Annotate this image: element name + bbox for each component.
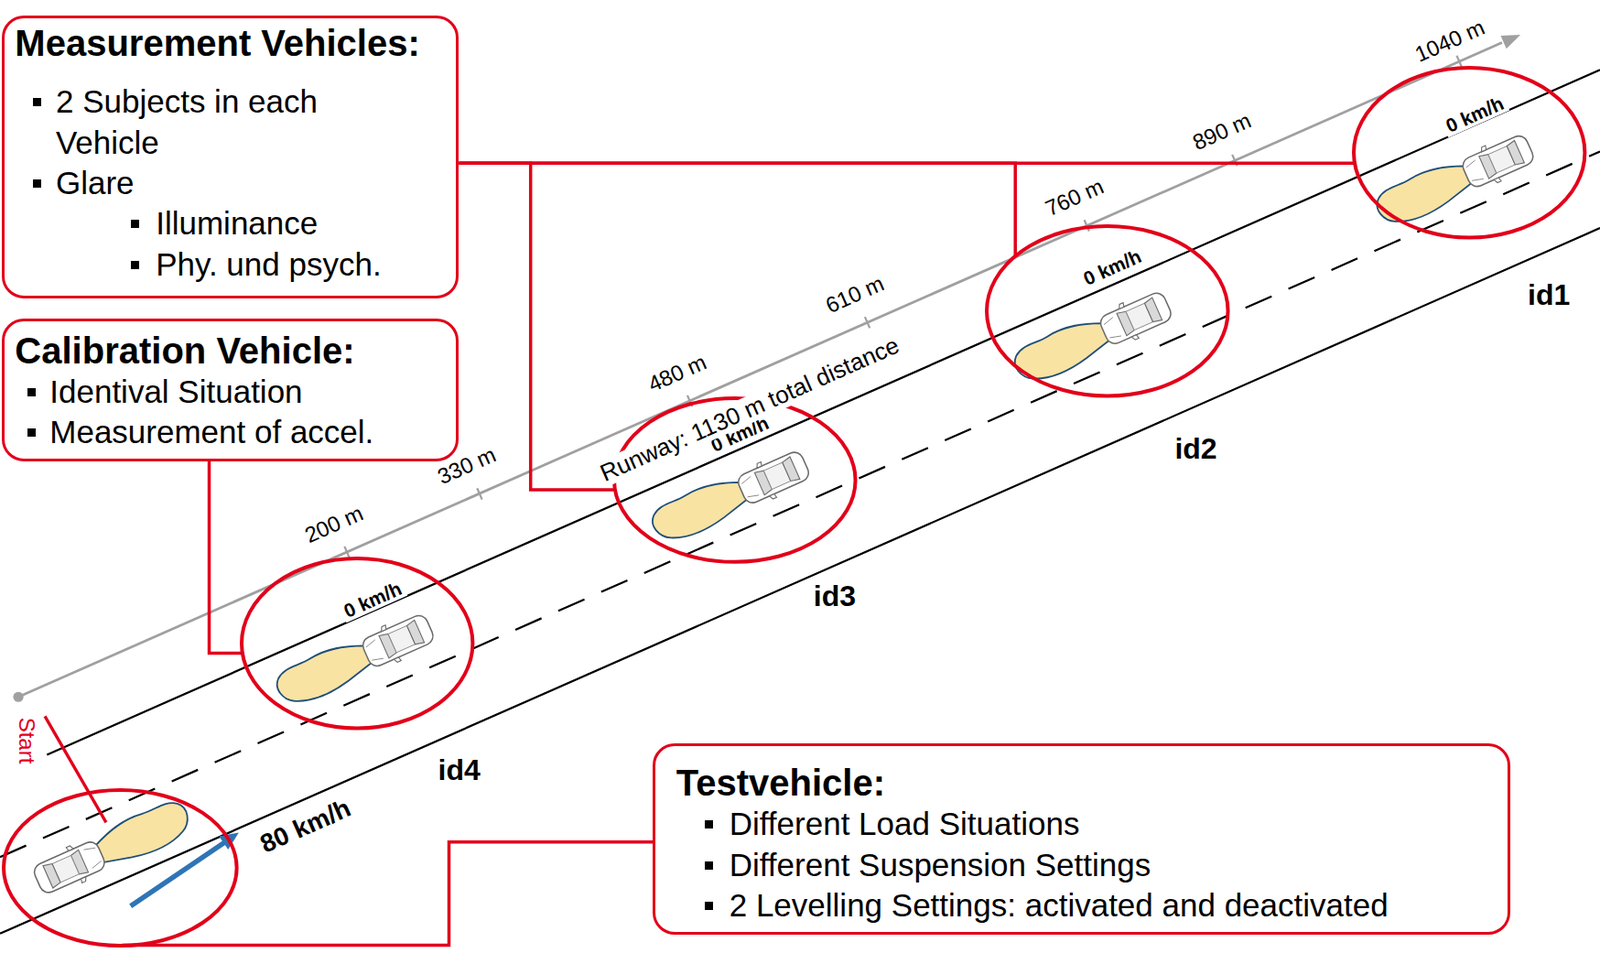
- connector-line: [122, 842, 654, 946]
- bullet-row: Measurement of accel.: [4, 411, 456, 453]
- highlight-ellipse-outline: [1353, 67, 1585, 238]
- headlight-beam: [1372, 155, 1477, 231]
- bullet-row: Different Load Situations: [655, 803, 1507, 844]
- bullet-square: [32, 179, 42, 188]
- bullet-square: [704, 820, 714, 829]
- bullet-square: [27, 428, 36, 437]
- bullet-square: [704, 861, 714, 870]
- bullet-text: 2 Levelling Settings: activated and deac…: [729, 885, 1508, 926]
- bullet-row: Identival Situation: [4, 371, 456, 412]
- box-heading-row: Measurement Vehicles:: [4, 21, 456, 65]
- bullet-row: Illuminance: [4, 203, 456, 244]
- distance-mark: 1040 m: [1408, 13, 1491, 68]
- parked-car: [1009, 285, 1176, 389]
- headlight-beam: [647, 472, 752, 548]
- info-box: Calibration Vehicle:Identival SituationM…: [1, 318, 459, 462]
- bullet-text: Measurement of accel.: [49, 411, 456, 453]
- axis-tick: [1456, 55, 1461, 67]
- axis-origin-dot: [12, 691, 23, 703]
- bullet-row: Phy. und psych.: [4, 244, 456, 285]
- highlight-ellipse: 80 km/h: [1, 788, 239, 948]
- bullet-row: Different Suspension Settings: [655, 844, 1507, 886]
- sub-bullet-text: Illuminance: [155, 203, 456, 244]
- highlight-ellipse-outline: [986, 226, 1229, 397]
- info-box: Measurement Vehicles: 2 Subjects in each …: [1, 15, 459, 299]
- bullet-row: Glare: [4, 162, 456, 204]
- position-id: id3: [810, 581, 859, 614]
- connector-line: [458, 162, 1355, 166]
- bullet-row: 2 Levelling Settings: activated and deac…: [655, 885, 1507, 926]
- highlight-ellipse-outline: [241, 558, 473, 729]
- bullet-text: Glare: [55, 162, 358, 204]
- highlight-ellipse: 0 km/hid4: [239, 556, 475, 731]
- headlight-beam: [1009, 313, 1114, 389]
- bullet-text: Different Suspension Settings: [729, 844, 1508, 886]
- start-line: [44, 715, 107, 822]
- axis-tick: [344, 546, 349, 558]
- test-car: [29, 796, 195, 899]
- bullet-square: [130, 260, 140, 270]
- connector-line: [458, 162, 1016, 256]
- position-id: id2: [1171, 432, 1220, 465]
- bullet-text: Identival Situation: [49, 371, 456, 412]
- speed-label: 80 km/h: [254, 792, 358, 860]
- box-heading-row: Testvehicle:: [655, 761, 1507, 804]
- box-heading-row: Calibration Vehicle:: [4, 329, 456, 372]
- car-symbol: [1458, 129, 1537, 194]
- direction-arrow: [130, 842, 227, 907]
- connector-line: [209, 461, 243, 654]
- sub-bullet-text: Phy. und psych.: [155, 244, 456, 285]
- parked-car: [647, 444, 813, 548]
- distance-mark: 890 m: [1187, 108, 1258, 157]
- headlight-beam: [271, 635, 377, 711]
- car-symbol: [1096, 286, 1176, 351]
- bullet-text: Different Load Situations: [729, 803, 1508, 844]
- speed-label: 0 km/h: [1439, 91, 1510, 139]
- ellipse-outline-layer: [984, 224, 1231, 399]
- axis-tick: [864, 316, 870, 328]
- headlight-beam: [90, 796, 195, 872]
- highlight-ellipse: 0 km/hid2: [984, 224, 1231, 399]
- box-heading: Calibration Vehicle:: [14, 329, 456, 372]
- distance-mark: 610 m: [819, 270, 890, 319]
- car-symbol: [358, 608, 438, 673]
- runway-note: Runway: 1130 m total distance: [594, 330, 907, 487]
- parked-car: [271, 607, 438, 711]
- bullet-row: 2 Subjects in each Vehicle: [4, 81, 456, 163]
- ellipse-outline-layer: [239, 556, 475, 731]
- bullet-square: [704, 901, 714, 910]
- distance-mark: 480 m: [641, 348, 713, 398]
- parked-car: [1372, 129, 1538, 232]
- bullet-square: [27, 388, 36, 397]
- ellipse-outline-layer: [1351, 65, 1587, 240]
- car-symbol: [734, 445, 813, 510]
- axis-tick: [476, 487, 482, 499]
- distance-mark: 760 m: [1038, 172, 1110, 222]
- position-id: id4: [435, 754, 484, 787]
- ellipse-outline-layer: [1, 788, 239, 948]
- road-edge: [0, 227, 1600, 934]
- box-heading: Measurement Vehicles:: [14, 21, 456, 65]
- start-label: Start: [14, 714, 39, 768]
- distance-mark: 200 m: [299, 499, 370, 549]
- info-box: Testvehicle:Different Load SituationsDif…: [652, 743, 1510, 935]
- speed-label: 0 km/h: [1077, 244, 1147, 292]
- bullet-square: [130, 219, 140, 228]
- bullet-square: [32, 97, 42, 107]
- position-id: id1: [1524, 280, 1573, 313]
- connector-line: [458, 162, 615, 490]
- axis-arrowhead: [1501, 34, 1522, 49]
- car-symbol: [30, 835, 109, 900]
- bullet-text: 2 Subjects in each Vehicle: [55, 81, 358, 163]
- highlight-ellipse: 0 km/hid1: [1351, 65, 1587, 240]
- highlight-ellipse-outline: [3, 789, 238, 946]
- box-heading: Testvehicle:: [676, 761, 1508, 804]
- speed-label: 0 km/h: [337, 576, 408, 624]
